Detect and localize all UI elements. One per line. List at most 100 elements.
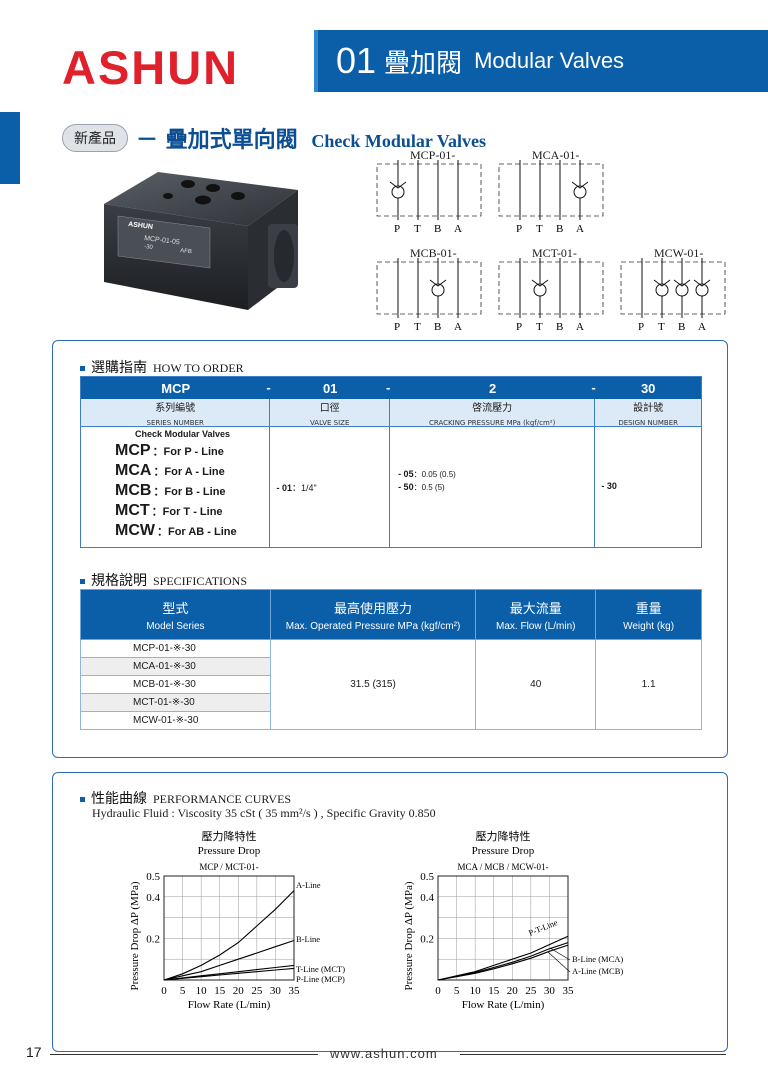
check-ball-icon xyxy=(675,283,689,297)
port-label: B xyxy=(434,321,441,330)
section-title-en: Modular Valves xyxy=(474,48,625,73)
port-label: P xyxy=(638,321,644,330)
port-label: P xyxy=(394,223,400,232)
x-tick-label: 35 xyxy=(563,985,575,997)
spec-model-cell: MCW-01-※-30 xyxy=(80,711,271,730)
x-tick-label: 15 xyxy=(214,985,226,997)
spec-title-en: SPECIFICATIONS xyxy=(153,574,248,588)
series-line xyxy=(163,939,295,981)
port-label: A xyxy=(576,223,584,232)
port-label: T xyxy=(658,321,665,330)
port-label: T xyxy=(414,223,421,232)
series-label: P-Line (MCP) xyxy=(296,974,345,984)
check-ball-icon xyxy=(695,283,709,297)
valve-symbol-label: MCB-01- xyxy=(410,246,457,260)
check-seat-icon xyxy=(531,279,549,287)
x-tick-label: 20 xyxy=(507,985,519,997)
x-tick-label: 15 xyxy=(488,985,500,997)
side-tab xyxy=(0,112,20,184)
section-title-zh: 疊加閥 xyxy=(384,48,463,79)
y-tick-label: 0.4 xyxy=(146,892,160,904)
series-label: B-Line (MCA) xyxy=(572,954,623,964)
check-seat-icon xyxy=(653,279,671,287)
series-item: MCP：For P - Line xyxy=(115,442,224,459)
port-label: B xyxy=(678,321,685,330)
order-pressure-cell: - 05：0.05 (0.5) - 50：0.5 (5) xyxy=(390,427,596,547)
brand-logo: ASHUN xyxy=(62,41,240,94)
valve-symbol-label: MCA-01- xyxy=(532,148,580,162)
performance-box xyxy=(52,772,728,1052)
footer-divider xyxy=(50,1054,318,1055)
x-tick-label: 10 xyxy=(470,985,482,997)
port-label: T xyxy=(536,321,543,330)
port-label: P xyxy=(394,321,400,330)
chart-subtitle: Pressure Drop xyxy=(472,845,535,857)
port-label: B xyxy=(434,223,441,232)
y-tick-label: 0.4 xyxy=(420,892,434,904)
order-title-en: HOW TO ORDER xyxy=(153,361,244,375)
chart-title: 壓力降特性 xyxy=(202,829,257,843)
series-item: MCT：For T - Line xyxy=(115,502,223,519)
order-code-pressure: 2 xyxy=(489,380,497,396)
y-tick-label: 0.2 xyxy=(146,933,160,945)
x-tick-label: 35 xyxy=(289,985,301,997)
fluid-note: Hydraulic Fluid : Viscosity 35 cSt ( 35 … xyxy=(92,806,436,820)
order-size-cell: - 01：1/4" xyxy=(270,427,391,547)
order-title-zh: 選購指南 xyxy=(91,360,147,376)
port-label: B xyxy=(556,321,563,330)
series-label: A-Line xyxy=(296,880,321,890)
y-tick-label: 0.5 xyxy=(420,871,434,883)
chart-title: 壓力降特性 xyxy=(476,829,531,843)
order-code-design: 30 xyxy=(640,380,656,396)
port-label: T xyxy=(536,223,543,232)
x-tick-label: 30 xyxy=(270,985,282,997)
spec-model-cell: MCP-01-※-30 xyxy=(80,639,271,658)
x-tick-label: 5 xyxy=(180,985,186,997)
product-title-zh: － 疊加式單向閥 xyxy=(136,128,298,153)
spec-model-cell: MCB-01-※-30 xyxy=(80,675,271,694)
x-tick-label: 0 xyxy=(161,985,167,997)
port-label: A xyxy=(454,223,462,232)
port-label: P xyxy=(516,321,522,330)
chart-caption: MCP / MCT-01- xyxy=(199,862,258,872)
product-label-brand: ASHUN xyxy=(128,221,154,231)
x-axis-label: Flow Rate (L/min) xyxy=(188,999,271,1011)
spec-model-cell: MCT-01-※-30 xyxy=(80,693,271,712)
check-seat-icon xyxy=(429,279,447,287)
x-tick-label: 5 xyxy=(454,985,460,997)
order-spec-box xyxy=(52,340,728,758)
x-axis-label: Flow Rate (L/min) xyxy=(462,999,545,1011)
chart-caption: MCA / MCB / MCW-01- xyxy=(457,862,548,872)
series-caption: Check Modular Valves xyxy=(135,429,231,439)
series-line xyxy=(163,967,295,981)
product-label-model: MCP-01-05 xyxy=(144,235,180,246)
order-dash: - xyxy=(266,380,271,395)
check-seat-icon xyxy=(693,279,711,287)
chart-subtitle: Pressure Drop xyxy=(198,845,261,857)
spec-pressure-cell: 31.5 (315) xyxy=(269,639,477,730)
series-label: A-Line (MCB) xyxy=(572,966,623,976)
symbol-frame xyxy=(376,261,482,315)
port-label: P xyxy=(516,223,522,232)
x-tick-label: 30 xyxy=(544,985,556,997)
table-row: MCA-01-※-30 xyxy=(80,657,702,676)
header-bar: 01 疊加閥 Modular Valves xyxy=(314,30,768,92)
order-design-cell: - 30 xyxy=(601,481,617,491)
order-code-series: MCP xyxy=(161,380,191,396)
check-seat-icon xyxy=(673,279,691,287)
port-label: A xyxy=(698,321,706,330)
product-label-sub: -30 xyxy=(144,244,154,251)
y-tick-label: 0.2 xyxy=(420,933,434,945)
spec-model-cell: MCA-01-※-30 xyxy=(80,657,271,676)
